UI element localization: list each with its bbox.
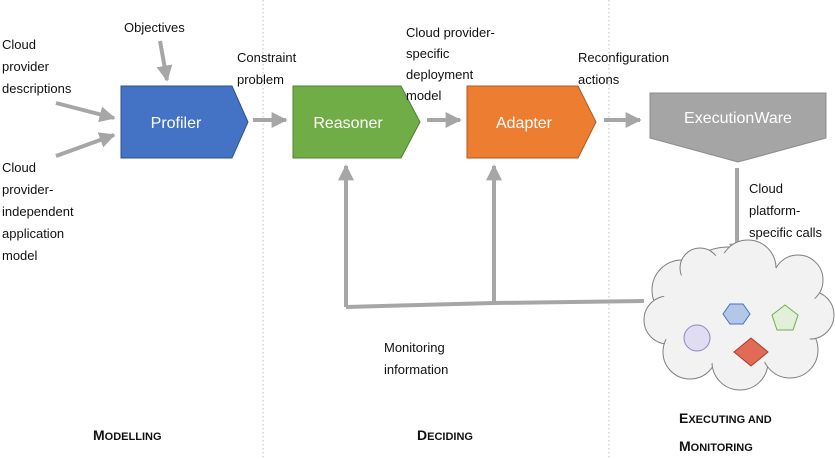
phase-executing-and: EXECUTING AND	[679, 410, 772, 426]
phase-monitoring: MONITORING	[679, 438, 753, 454]
reasoner-label: Reasoner	[313, 115, 383, 132]
phase-modelling: MODELLING	[93, 427, 162, 443]
provider-descriptions-label: Cloud provider descriptions	[2, 37, 72, 96]
pentagon-icon	[771, 304, 799, 331]
profiler-label: Profiler	[151, 115, 202, 132]
diamond-icon	[733, 337, 769, 367]
independent-model-label: Cloud provider- independent application …	[2, 160, 77, 263]
circle-icon	[683, 324, 711, 352]
arrow-provider-descriptions	[55, 101, 116, 123]
platform-calls-label: Cloud platform- specific calls	[749, 181, 822, 240]
adapter-label: Adapter	[496, 115, 553, 132]
arrow-independent-model	[55, 132, 116, 158]
hexagon-icon	[722, 303, 751, 325]
monitoring-information-label: Monitoring information	[384, 340, 448, 377]
executionware-box	[649, 92, 827, 163]
profiler-box	[120, 85, 249, 159]
objectives-label: Objectives	[124, 20, 185, 35]
reasoner-box	[292, 85, 421, 159]
executionware-label: ExecutionWare	[684, 110, 792, 127]
deployment-model-label: Cloud provider- specific deployment mode…	[406, 25, 499, 103]
adapter-box	[466, 85, 597, 159]
phase-deciding: DECIDING	[417, 427, 473, 443]
reconfiguration-actions-label: Reconfiguration actions	[578, 50, 673, 87]
constraint-problem-label: Constraint problem	[237, 50, 300, 87]
arrow-objectives	[156, 40, 173, 82]
